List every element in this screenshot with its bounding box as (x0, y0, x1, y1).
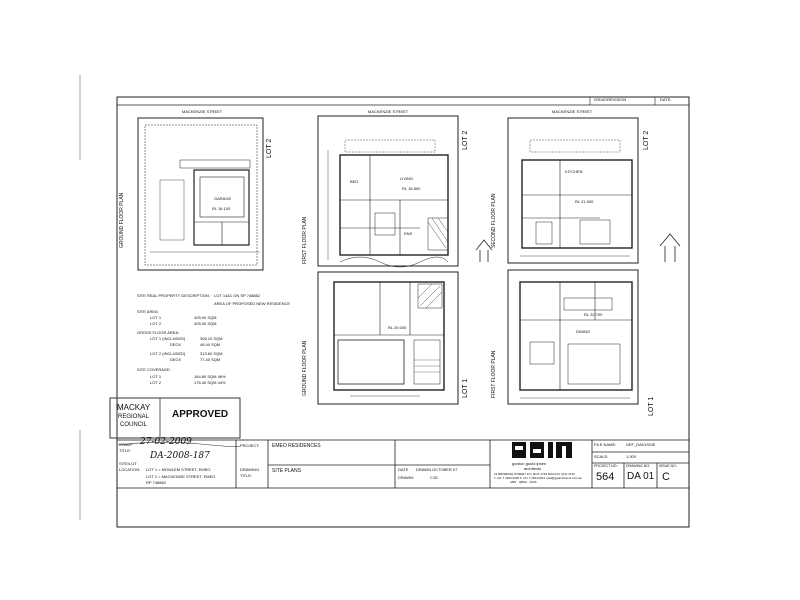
lot1-label-right: LOT 1 (648, 396, 655, 416)
plan-title-first-lot1: FIRST FLOOR PLAN (491, 350, 497, 398)
tb-firm-address-1: 24 BRISBANE STREET P.O. BOX 1734 MACKAY … (494, 472, 575, 476)
site-area-lot1-label: LOT 1 (150, 315, 162, 320)
north-arrow-middle (475, 239, 493, 262)
coverage-lot1-label: LOT 1 (150, 374, 162, 379)
tb-project-no-label: PROJECT NO: (594, 464, 618, 468)
issue-revision-label: ISSUE/REVISION (594, 97, 627, 102)
gfa-lot2-deck-value: 77.40 SQM (200, 357, 221, 362)
room-label-garage: GARAGE (214, 196, 232, 201)
tb-scale-value: 1:300 (626, 454, 637, 459)
site-area-note: AREA OF PROPOSED NEW RESIDENCE (214, 301, 291, 306)
handwriting-scribble (117, 441, 241, 447)
level-first-lot1: RL 22.700 (584, 312, 603, 317)
tb-drawn-value: CJD (430, 475, 438, 480)
tb-date-label: DATE (398, 467, 409, 472)
council-stamp-frame (109, 397, 241, 439)
gross-floor-area-label: GROSS FLOOR AREA: (137, 330, 180, 335)
sheet-border (116, 96, 690, 528)
lot2-label-left: LOT 2 (266, 138, 273, 158)
coverage-lot1-value: 164.80 SQM 46% (194, 374, 226, 379)
tb-drawing-value: SITE PLANS (272, 468, 301, 474)
level-second-lot2: RL 21.900 (575, 199, 594, 204)
firm-logo (512, 442, 572, 458)
level-ground-lot2: RL 16.100 (212, 206, 231, 211)
gfa-lot1-value: 306.10 SQM (200, 336, 223, 341)
room-label-bed: BED (350, 179, 359, 184)
site-area-lot2-label: LOT 2 (150, 321, 162, 326)
site-area-label: SITE AREA: (137, 309, 159, 314)
lot1-label-middle: LOT 1 (462, 378, 469, 398)
site-description-label: SITE REAL PROPERTY DESCRIPTION: (137, 293, 210, 298)
tb-issue-no-label: ISSUE NO: (659, 464, 677, 468)
tb-drawn-label: DRAWN: (398, 475, 415, 480)
site-area-lot1-value: 405.00 SQM (194, 315, 217, 320)
room-label-ensuite: ENS (404, 231, 413, 236)
tb-lot1-address: LOT 1 = MOWLEM STREET, EMEO (146, 467, 211, 472)
gfa-lot2-deck-label: DECK (170, 357, 182, 362)
coverage-lot2-value: 176.40 SQM 44% (194, 380, 226, 385)
coverage-lot2-label: LOT 2 (150, 380, 162, 385)
lot2-label-middle: LOT 2 (462, 130, 469, 150)
gfa-lot2-label: LOT 2 (INCLUDED) (150, 351, 186, 356)
handwritten-reference: DA-2008-187 (150, 451, 210, 461)
floor-plan-lot1-ground (317, 271, 459, 405)
site-plan-lot2-ground (137, 117, 264, 271)
tb-firm-address-2: T +61 7 4944 0000 F +61 7 4944 0011 mail… (494, 476, 582, 480)
revision-date-label: DATE: (660, 97, 672, 102)
tb-drawing-title-label: TITLE: (240, 473, 253, 478)
plan-title-ground-lot1: GROUND FLOOR PLAN (302, 340, 308, 396)
stamp-council-line1: MACKAY (117, 403, 151, 412)
stamp-council-line2: REGIONAL (118, 414, 150, 420)
plan-title-first-lot2: FIRST FLOOR PLAN (302, 216, 308, 264)
street-label-middle: MACKENZIE STREET (368, 109, 409, 114)
room-label-dining: DINING (576, 329, 590, 334)
north-arrow-right (659, 233, 681, 262)
stamp-approved: APPROVED (172, 409, 229, 420)
site-area-lot2-value: 405.00 SQM (194, 321, 217, 326)
site-description-value: LOT 14&1 ON SP 748882 (214, 293, 261, 298)
gfa-lot1-deck-label: DECK (170, 342, 182, 347)
gfa-lot1-deck-value: 48.40 SQM (200, 342, 221, 347)
tb-drawing-label: DRAWING (240, 467, 260, 472)
level-ground-lot1: RL 20.000 (388, 325, 407, 330)
tb-issue-no-value: C (662, 471, 670, 483)
floor-plan-lot2-first (317, 115, 459, 268)
tb-stamp-label: STAMP (119, 442, 133, 447)
site-coverage-label: SITE COVERAGE: (137, 367, 171, 372)
street-label-left: MACKENZIE STREET (182, 109, 223, 114)
tb-drawing-no-value: DA 01 (627, 471, 655, 482)
tb-rp: RP 748882 (146, 480, 166, 485)
tb-scale-label: SCALE: (594, 454, 609, 459)
tb-project-label: PROJECT: (240, 443, 260, 448)
stamp-council-line3: COUNCIL (120, 422, 148, 428)
lot2-label-right: LOT 2 (643, 130, 650, 150)
tb-file-name-label: FILE NAME: (594, 442, 617, 447)
tb-site-label: SITE/LOT (119, 461, 137, 466)
tb-firm-name: gordon gould ipsen (512, 461, 547, 466)
tb-lot2-address: LOT 2 = MACKENZIE STREET, EMEO (146, 474, 216, 479)
gfa-lot1-label: LOT 1 (INCLUDED) (150, 336, 186, 341)
tb-firm-address-3: ABN · QBSA · RAIA (510, 480, 537, 484)
tb-date-value: DRAWN OCTOBER 07 (416, 467, 458, 472)
title-block-frame (116, 439, 690, 489)
tb-project-no-value: 564 (596, 471, 615, 483)
plan-title-ground-lot2: GROUND FLOOR PLAN (119, 192, 125, 248)
tb-firm-sub: architects (524, 466, 542, 471)
gfa-lot2-value: 313.60 SQM (200, 351, 223, 356)
handwritten-date: 27-02-2009 (140, 437, 192, 447)
tb-stamp-sub: TITLE: (119, 448, 132, 453)
room-label-kitchen: KITCHEN (565, 169, 583, 174)
tb-location-label: LOCATION: (119, 467, 141, 472)
room-label-living: LIVING (400, 176, 414, 181)
tb-drawing-no-label: DRAWING NO: (626, 464, 650, 468)
level-first-lot2: RL 18.800 (402, 186, 421, 191)
tb-file-name-value: DEF_DA01SSIE (626, 442, 656, 447)
tb-project-value: EMEO RESIDENCES (272, 443, 321, 449)
floor-plan-lot1-first (507, 269, 639, 405)
plan-title-second-lot2: SECOND FLOOR PLAN (491, 193, 497, 248)
floor-plan-lot2-second (507, 117, 639, 264)
street-label-right: MACKENZIE STREET (552, 109, 593, 114)
